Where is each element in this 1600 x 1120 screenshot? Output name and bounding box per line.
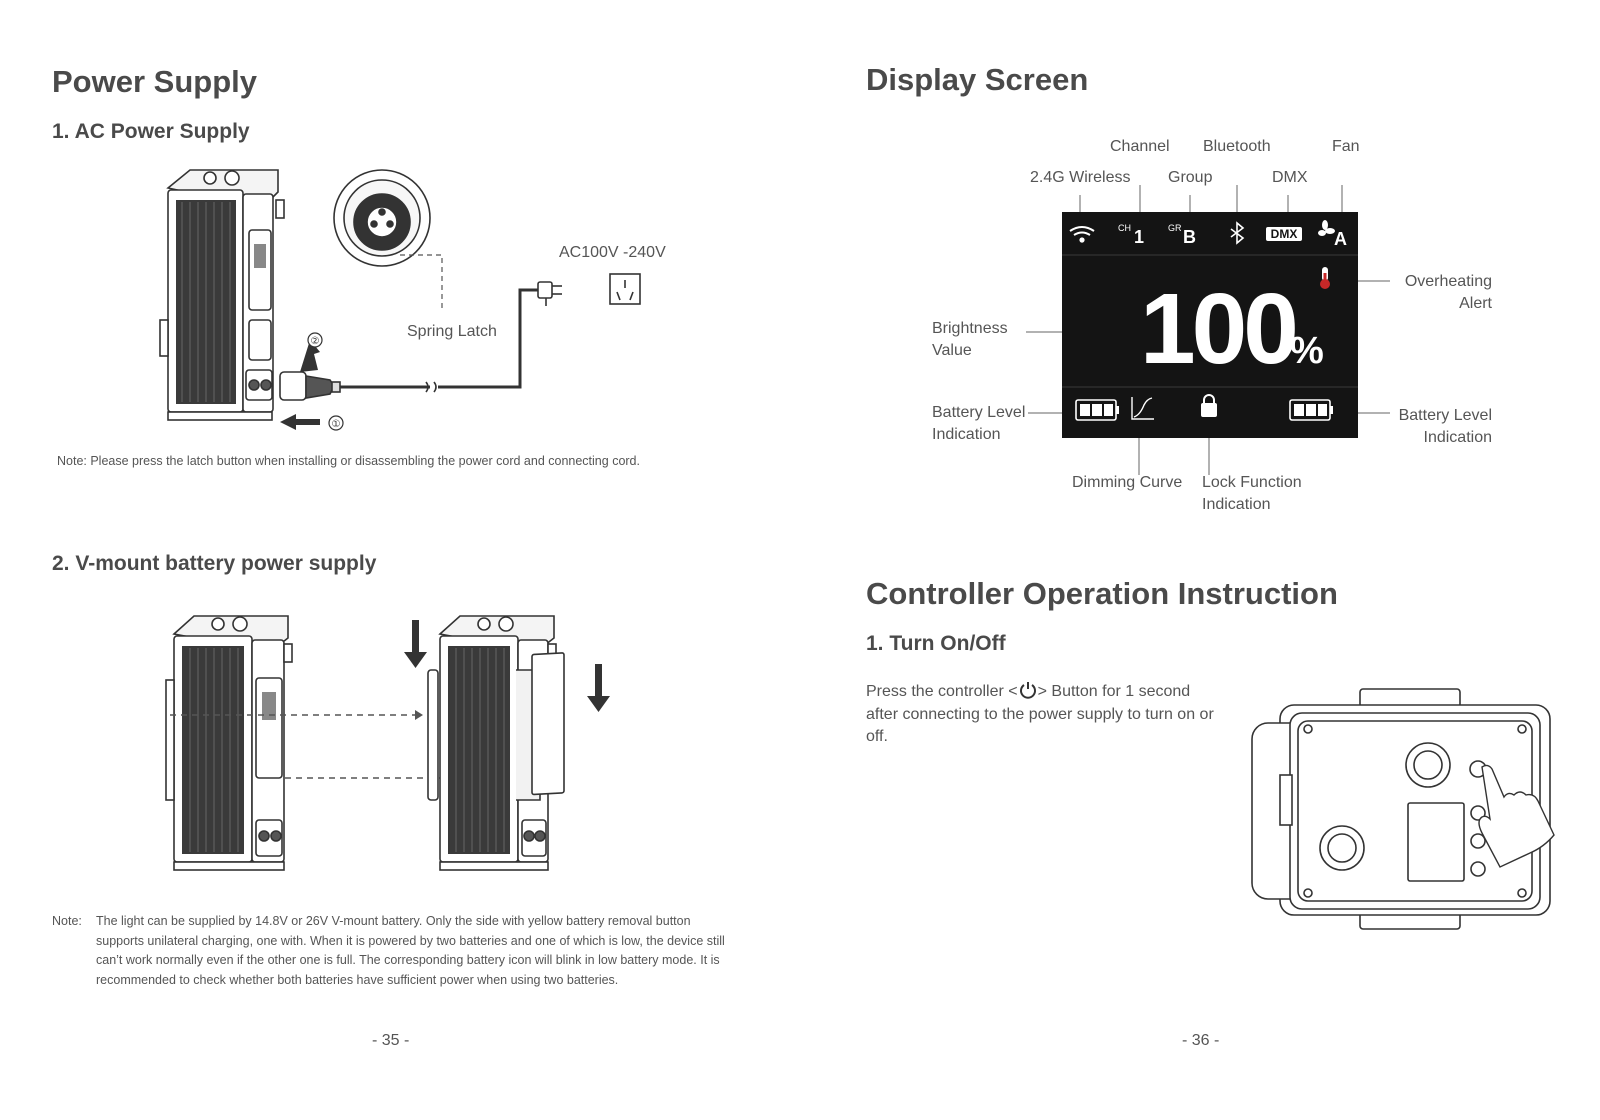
- label-battery-right: Battery Level Indication: [1398, 407, 1492, 446]
- bluetooth-icon: [1230, 221, 1245, 245]
- fan-icon: [1318, 220, 1335, 236]
- fan-mode: A: [1334, 229, 1347, 249]
- thermometer-icon: [1320, 267, 1330, 289]
- label-group: Group: [1168, 169, 1213, 186]
- label-battery-left: Battery Level Indication: [932, 404, 1026, 443]
- wireless-icon: [1069, 226, 1095, 243]
- brightness-percent: %: [1290, 330, 1324, 372]
- label-overheating: Overheating Alert: [1404, 273, 1492, 312]
- turn-on-off-text: Press the controller <> Button for 1 sec…: [866, 682, 1214, 745]
- label-ac-voltage: AC100V -240V: [559, 244, 666, 261]
- group-value: B: [1183, 227, 1196, 247]
- label-dmx: DMX: [1272, 169, 1308, 186]
- dmx-badge: [1266, 227, 1302, 241]
- note-vmount-battery: The light can be supplied by 14.8V or 26…: [96, 914, 725, 987]
- page-title-display-screen: Display Screen: [866, 62, 1089, 97]
- page-number-left: - 35 -: [372, 1032, 410, 1049]
- label-spring-latch: Spring Latch: [407, 323, 497, 340]
- label-brightness-value: Brightness Value: [932, 320, 1008, 359]
- controller-illustration: [1251, 688, 1555, 930]
- heading-ac-power-supply: 1. AC Power Supply: [52, 120, 250, 143]
- label-bluetooth: Bluetooth: [1203, 138, 1271, 155]
- label-lock-function: Lock Function Indication: [1202, 474, 1302, 513]
- channel-value: 1: [1134, 227, 1144, 247]
- power-icon: [1019, 682, 1036, 699]
- page-title-power-supply: Power Supply: [52, 64, 257, 99]
- battery-left-icon: [1075, 399, 1119, 421]
- dmx-badge-text: DMX: [1271, 227, 1298, 241]
- step-1-label: ①: [332, 419, 341, 430]
- hand-icon: [1478, 764, 1555, 868]
- heading-turn-on-off: 1. Turn On/Off: [866, 632, 1006, 655]
- label-dimming-curve: Dimming Curve: [1072, 474, 1183, 491]
- heading-vmount-battery: 2. V-mount battery power supply: [52, 552, 377, 575]
- vmount-battery-illustration: [165, 615, 610, 871]
- step-2-label: ②: [311, 336, 320, 347]
- battery-right-icon: [1289, 399, 1333, 421]
- group-prefix: GR: [1168, 223, 1182, 233]
- brightness-value: 100: [1140, 273, 1295, 385]
- note-label-vmount: Note:: [52, 914, 82, 928]
- label-channel: Channel: [1110, 138, 1170, 155]
- dimming-curve-icon: [1131, 397, 1154, 420]
- page-title-controller: Controller Operation Instruction: [866, 576, 1338, 611]
- note-ac-latch: Note: Please press the latch button when…: [57, 454, 640, 468]
- channel-prefix: CH: [1118, 223, 1131, 233]
- ac-power-illustration: ② ①: [159, 169, 641, 431]
- display-screen-diagram: CH 1 GR B DMX A 100 %: [1026, 185, 1390, 475]
- page-number-right: - 36 -: [1182, 1032, 1220, 1049]
- lock-icon: [1201, 394, 1217, 417]
- label-2-4g-wireless: 2.4G Wireless: [1030, 169, 1131, 186]
- label-fan: Fan: [1332, 138, 1360, 155]
